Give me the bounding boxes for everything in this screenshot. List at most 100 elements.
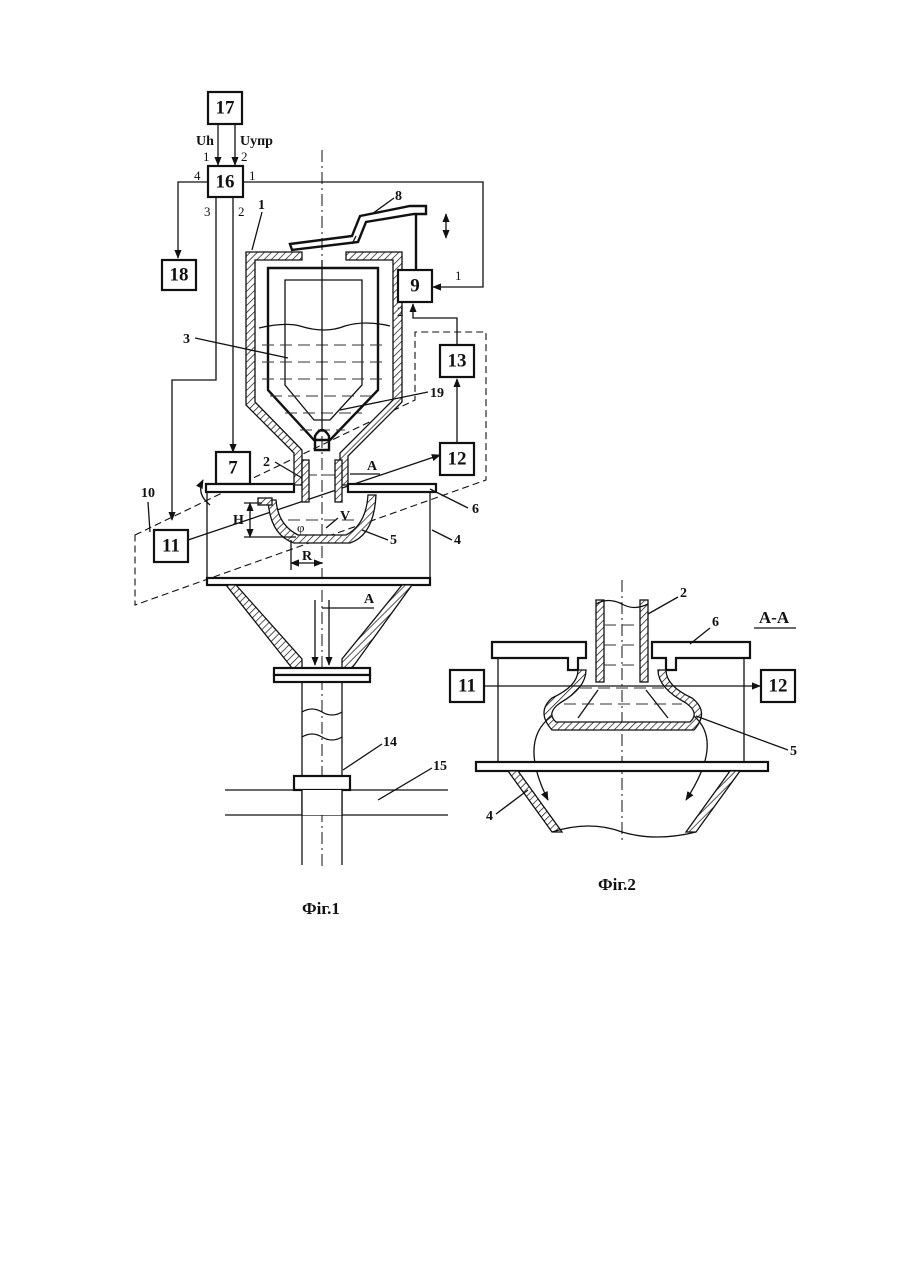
- fig2-leader-2: [648, 597, 678, 614]
- funnel-body: [226, 585, 302, 668]
- figure-1: 17 Uh Uупр 1 2 16 4 1 3 2 1 18: [135, 92, 486, 918]
- leader-14: [343, 744, 382, 770]
- block-18: 18: [162, 260, 196, 290]
- dim-phi-label: φ: [297, 520, 305, 535]
- funnel-body-right: [342, 585, 412, 668]
- block-17: 17: [208, 92, 242, 124]
- link-16-18: [178, 182, 208, 258]
- block-9: 9: [398, 270, 432, 302]
- block-13: 13: [440, 345, 474, 377]
- block-7-label: 7: [228, 458, 238, 479]
- label-6: 6: [472, 502, 479, 517]
- fig2-funnel-rim: [476, 762, 768, 771]
- bowl-sensor: [258, 498, 272, 505]
- housing-1-right: [340, 252, 402, 485]
- plate-6: [206, 484, 294, 492]
- fig2-block-11: 11: [450, 670, 484, 702]
- funnel-flange-lower: [274, 675, 370, 682]
- fig2-bowl: [544, 670, 702, 730]
- fig2-block-11-label: 11: [458, 676, 476, 697]
- fig2-funnel-right: [686, 771, 740, 832]
- block-18-label: 18: [170, 265, 189, 286]
- block-16-label: 16: [216, 172, 235, 193]
- fig2-funnel-break: [552, 826, 696, 837]
- nozzle-2: [302, 460, 309, 502]
- fig2-nozzle-wall-right: [640, 600, 648, 682]
- section-title: A-A: [759, 608, 790, 627]
- fig2-label-4: 4: [486, 809, 493, 824]
- block-7: 7: [216, 452, 250, 484]
- housing-1: [246, 252, 302, 485]
- inner-vessel-cup: [285, 280, 362, 420]
- leader-10: [148, 502, 150, 532]
- leader-15: [378, 768, 432, 800]
- leader-5: [362, 530, 388, 540]
- liquid-surface: [259, 323, 390, 330]
- fitting-14: [294, 776, 350, 790]
- fig2-plate-left: [492, 642, 586, 670]
- label-10: 10: [141, 486, 155, 501]
- block-11-label: 11: [162, 536, 180, 557]
- fig2-bowl-liquid: [564, 688, 682, 718]
- dim-h-label: H: [233, 513, 244, 528]
- port-16-2: 2: [238, 204, 245, 219]
- fig2-leader-5: [696, 716, 788, 750]
- label-2: 2: [263, 455, 270, 470]
- section-a-bottom-label: A: [364, 592, 375, 607]
- fig2-label-2: 2: [680, 586, 687, 601]
- port-16-1: 1: [249, 168, 256, 183]
- block-9-label: 9: [410, 276, 420, 297]
- fig2-label-5: 5: [790, 744, 797, 759]
- nozzle-2-right: [335, 460, 342, 502]
- figure-2-caption: Фіг.2: [598, 875, 636, 894]
- block-12-label: 12: [448, 449, 467, 470]
- block-16: 16: [208, 166, 243, 197]
- label-15: 15: [433, 759, 447, 774]
- fig2-block-12-label: 12: [769, 676, 788, 697]
- block-12: 12: [440, 443, 474, 475]
- label-3: 3: [183, 332, 190, 347]
- port-17-1: 1: [203, 149, 210, 164]
- fig2-nozzle-wall-left: [596, 600, 604, 682]
- plate-6-right: [348, 484, 436, 492]
- section-a-top-label: A: [367, 459, 378, 474]
- port-9-2: 2: [397, 304, 404, 319]
- label-5: 5: [390, 533, 397, 548]
- label-14: 14: [383, 735, 397, 750]
- leader-3: [195, 338, 288, 358]
- fig2-label-6: 6: [712, 615, 719, 630]
- fig2-spray-left: [578, 690, 598, 718]
- leader-4: [432, 530, 452, 540]
- fig2-leader-4: [496, 790, 528, 814]
- link-13-9: [413, 304, 457, 345]
- funnel-rim: [207, 578, 430, 585]
- block-11: 11: [154, 530, 188, 562]
- dim-v-label: V: [340, 509, 350, 524]
- port-17-2: 2: [241, 149, 248, 164]
- fig2-plate-right: [652, 642, 750, 670]
- dim-r-label: R: [302, 549, 313, 564]
- label-19: 19: [430, 386, 444, 401]
- dim-v-leader: [326, 518, 338, 528]
- fig2-funnel-left: [508, 771, 562, 832]
- port-9-1: 1: [455, 268, 462, 283]
- block-13-label: 13: [448, 351, 467, 372]
- control-zone-boundary: [135, 332, 486, 605]
- fig2-flow-arrow-left: [534, 716, 552, 800]
- signal-uupr: Uупр: [240, 134, 273, 149]
- signal-uh: Uh: [196, 134, 214, 149]
- pipe-in-pipeline: [302, 790, 342, 815]
- label-4: 4: [454, 533, 461, 548]
- figure-1-caption: Фіг.1: [302, 899, 340, 918]
- block-17-label: 17: [216, 98, 236, 119]
- label-1: 1: [258, 198, 265, 213]
- lever-8: [290, 206, 426, 250]
- fig2-block-12: 12: [761, 670, 795, 702]
- port-16-4: 4: [194, 168, 201, 183]
- label-8: 8: [395, 189, 402, 204]
- leader-1: [252, 212, 262, 250]
- leader-6: [430, 489, 468, 508]
- link-16-9: [243, 182, 483, 287]
- port-16-3: 3: [204, 204, 211, 219]
